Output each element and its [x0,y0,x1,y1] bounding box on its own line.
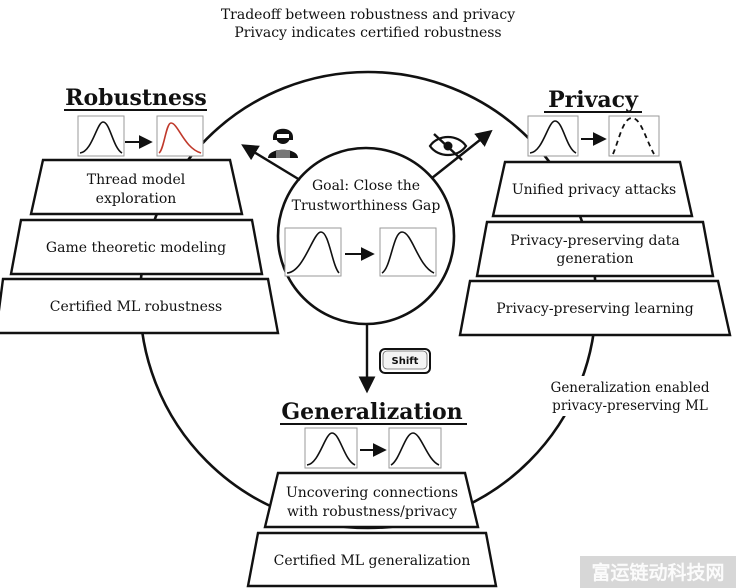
privacy-box-data-generation [475,220,715,278]
goal-before-distribution [284,227,342,277]
generalization-title: Generalization [281,399,462,425]
generalization-after-distribution [388,427,442,469]
robustness-box-certified [0,277,280,335]
generalization-box-certified [246,531,498,588]
robustness-title-mask [55,80,220,112]
robustness-before-distribution [77,115,125,157]
goal-circle [276,146,456,326]
arrow-to-privacy [431,129,493,179]
arrow-to-robustness [241,144,301,182]
robustness-box-certified-label: Certified ML robustness [50,299,223,315]
generalization-box-certified-label: Certified ML generalization [274,553,471,569]
generalization-box-connections [263,471,480,529]
side-note-line1: Generalization enabled [551,380,710,396]
generalization-box-connections-line2: with robustness/privacy [287,504,457,520]
side-note-line2: privacy-preserving ML [552,398,708,414]
privacy-box-data-generation-line2: generation [556,251,633,267]
robustness-after-distribution [156,115,204,157]
privacy-after-distribution [608,115,660,157]
privacy-title-mask [536,84,654,116]
shift-key-label: Shift [392,356,419,367]
privacy-box-attacks [491,160,694,218]
watermark-text: 富运链动科技网 [591,561,724,584]
generalization-before-distribution [304,427,358,469]
privacy-box-attacks-label: Unified privacy attacks [512,182,676,198]
privacy-box-data-generation-line1: Privacy-preserving data [510,233,680,249]
top-note-mask [205,2,531,46]
privacy-box-learning [458,279,732,337]
robustness-box-threat-model [29,158,244,216]
side-note-mask [540,376,720,416]
shift-key-icon: Shift [379,348,431,374]
robustness-title: Robustness [65,85,207,111]
robustness-box-threat-model-line1: Thread model [87,172,186,188]
robustness-box-threat-model-line2: exploration [96,191,177,207]
goal-line2: Trustworthiness Gap [292,198,441,214]
privacy-box-learning-label: Privacy-preserving learning [496,301,694,317]
goal-after-distribution [379,227,437,277]
goal-line1: Goal: Close the [312,178,420,194]
top-note-line1: Tradeoff between robustness and privacy [221,7,515,23]
robustness-box-game-theory [9,218,264,276]
top-note-line2: Privacy indicates certified robustness [234,25,501,41]
privacy-before-distribution [527,115,579,157]
generalization-title-mask [272,396,472,426]
hacker-icon [268,128,298,158]
privacy-title: Privacy [548,87,639,113]
generalization-box-connections-line1: Uncovering connections [286,485,458,501]
robustness-box-game-theory-label: Game theoretic modeling [46,240,226,256]
watermark-background [580,556,736,588]
eye-slash-icon [428,133,468,161]
